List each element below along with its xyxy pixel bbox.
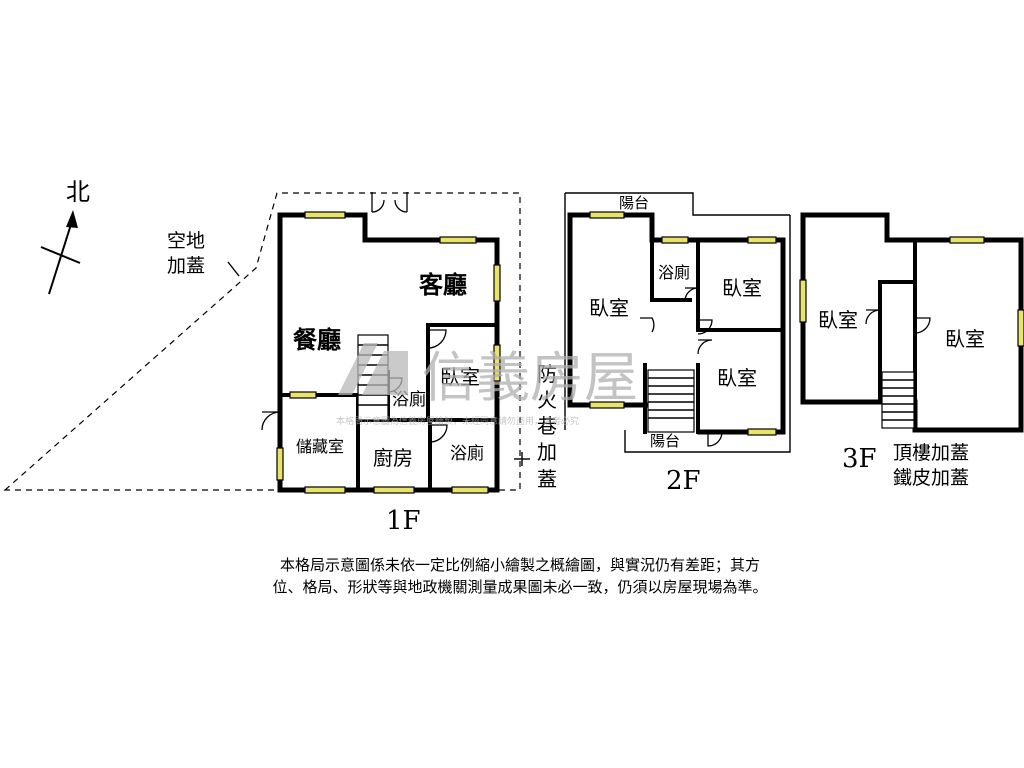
- watermark-brand: 信義房屋: [422, 346, 638, 409]
- 3f-rooftop-addition-note: 頂樓加蓋: [893, 442, 969, 464]
- watermark-logo-icon: [338, 343, 408, 395]
- fire-lane-char-4: 加: [537, 440, 557, 464]
- 1f-storage-label: 儲藏室: [296, 437, 344, 456]
- 1f-bath-label: 浴廁: [450, 443, 484, 464]
- 2f-right-top-bedroom-label: 臥室: [722, 276, 762, 300]
- disclaimer-line-1: 本格局示意圖係未依一定比例縮小繪製之概繪圖，與實況仍有差距；其方: [279, 556, 760, 574]
- fire-lane-char-5: 蓋: [537, 467, 557, 491]
- 2f-bath-label: 浴廁: [658, 263, 690, 282]
- fire-lane-char-3: 巷: [537, 414, 557, 438]
- north-label: 北: [66, 178, 90, 206]
- 3f-tin-roof-note: 鐵皮加蓋: [893, 467, 969, 489]
- 2f-top-balcony-label: 陽台: [619, 194, 649, 212]
- floor-2-plan: [564, 192, 791, 453]
- fire-lane-label: 防 火 巷 加 蓋: [537, 362, 557, 491]
- watermark-small-text: 本格局示意圖為信義房屋繪製，未經同意請勿盜用，違者必究: [336, 415, 579, 427]
- 1f-living-room-label: 客廳: [419, 270, 467, 299]
- fire-lane-char-2: 火: [537, 388, 557, 412]
- staircase-3f: [881, 371, 915, 429]
- floor-2-label: 2F: [666, 466, 701, 496]
- empty-lot-label-1: 空地: [167, 230, 205, 252]
- disclaimer-text: 本格局示意圖係未依一定比例縮小繪製之概繪圖，與實況仍有差距；其方 位、格局、形狀…: [170, 554, 870, 598]
- staircase-2f: [647, 369, 695, 433]
- 2f-bottom-balcony-label: 陽台: [650, 432, 680, 450]
- 1f-dining-room-label: 餐廳: [293, 325, 341, 354]
- 3f-left-bedroom-label: 臥室: [818, 308, 858, 332]
- 3f-right-bedroom-label: 臥室: [945, 327, 985, 351]
- 2f-right-bottom-bedroom-label: 臥室: [717, 366, 757, 390]
- watermark: 信義房屋 本格局示意圖為信義房屋繪製，未經同意請勿盜用，違者必究: [336, 343, 638, 427]
- floor-3-label: 3F: [842, 444, 877, 474]
- 2f-left-bedroom-label: 臥室: [589, 296, 629, 320]
- fire-lane-char-1: 防: [537, 362, 557, 386]
- north-arrow: 北: [40, 178, 90, 295]
- empty-lot-label-2: 加蓋: [167, 255, 205, 277]
- floor-1-label: 1F: [386, 506, 421, 536]
- disclaimer-line-2: 位、格局、形狀等與地政機關測量成果圖未必一致，仍須以房屋現場為準。: [272, 578, 768, 596]
- 1f-kitchen-label: 廚房: [373, 446, 413, 470]
- 1f-bedroom-label: 臥室: [440, 365, 480, 389]
- floor-3-plan: [799, 212, 1024, 433]
